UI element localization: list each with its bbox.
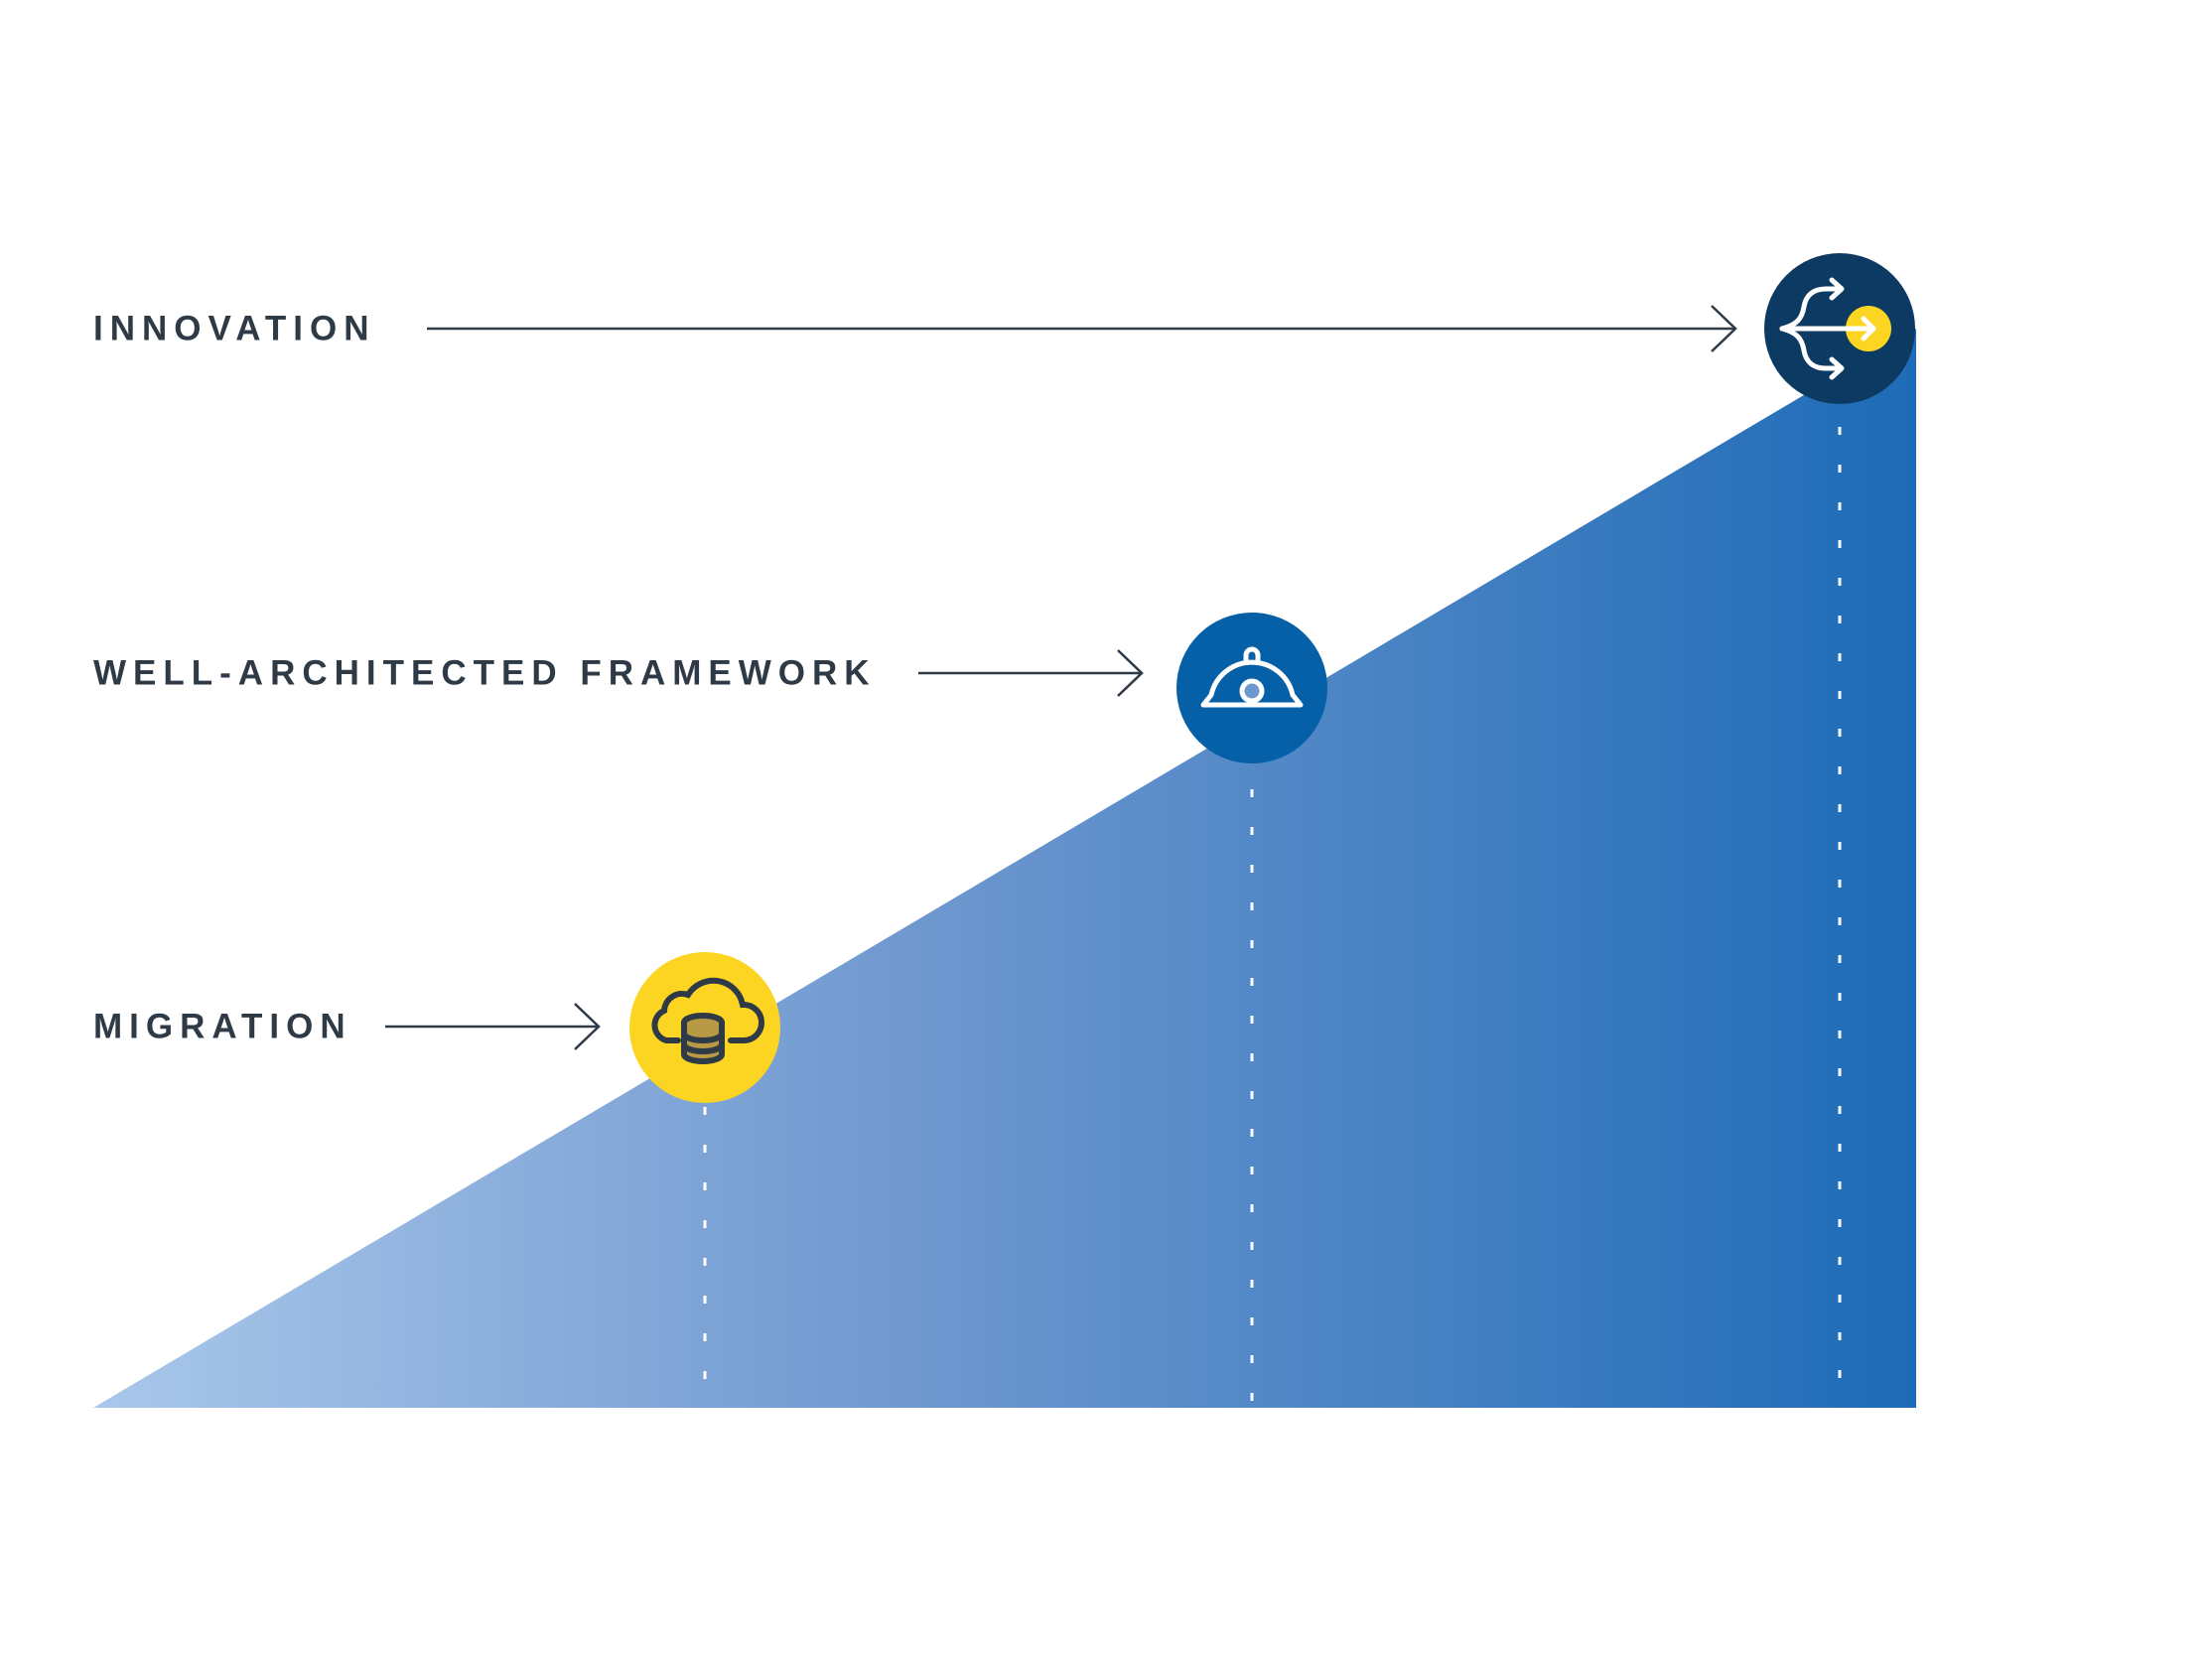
- arrow-waf: [918, 649, 1144, 697]
- hard-hat-icon: [1200, 646, 1304, 708]
- innovation-badge: [1764, 253, 1915, 404]
- cloud-database-icon: [651, 977, 765, 1064]
- arrow-migration: [385, 1003, 601, 1050]
- label-innovation: INNOVATION: [93, 309, 376, 348]
- growth-ramp: [93, 329, 1916, 1408]
- waf-badge: [1176, 613, 1327, 763]
- branching-arrows-icon: [1779, 277, 1876, 380]
- migration-badge: [629, 952, 780, 1103]
- arrow-innovation: [427, 305, 1737, 352]
- label-migration: MIGRATION: [93, 1007, 352, 1046]
- arrows: [385, 305, 1737, 1050]
- label-well-architected-framework: WELL-ARCHITECTED FRAMEWORK: [93, 653, 877, 693]
- dashed-guides: [703, 427, 1842, 1408]
